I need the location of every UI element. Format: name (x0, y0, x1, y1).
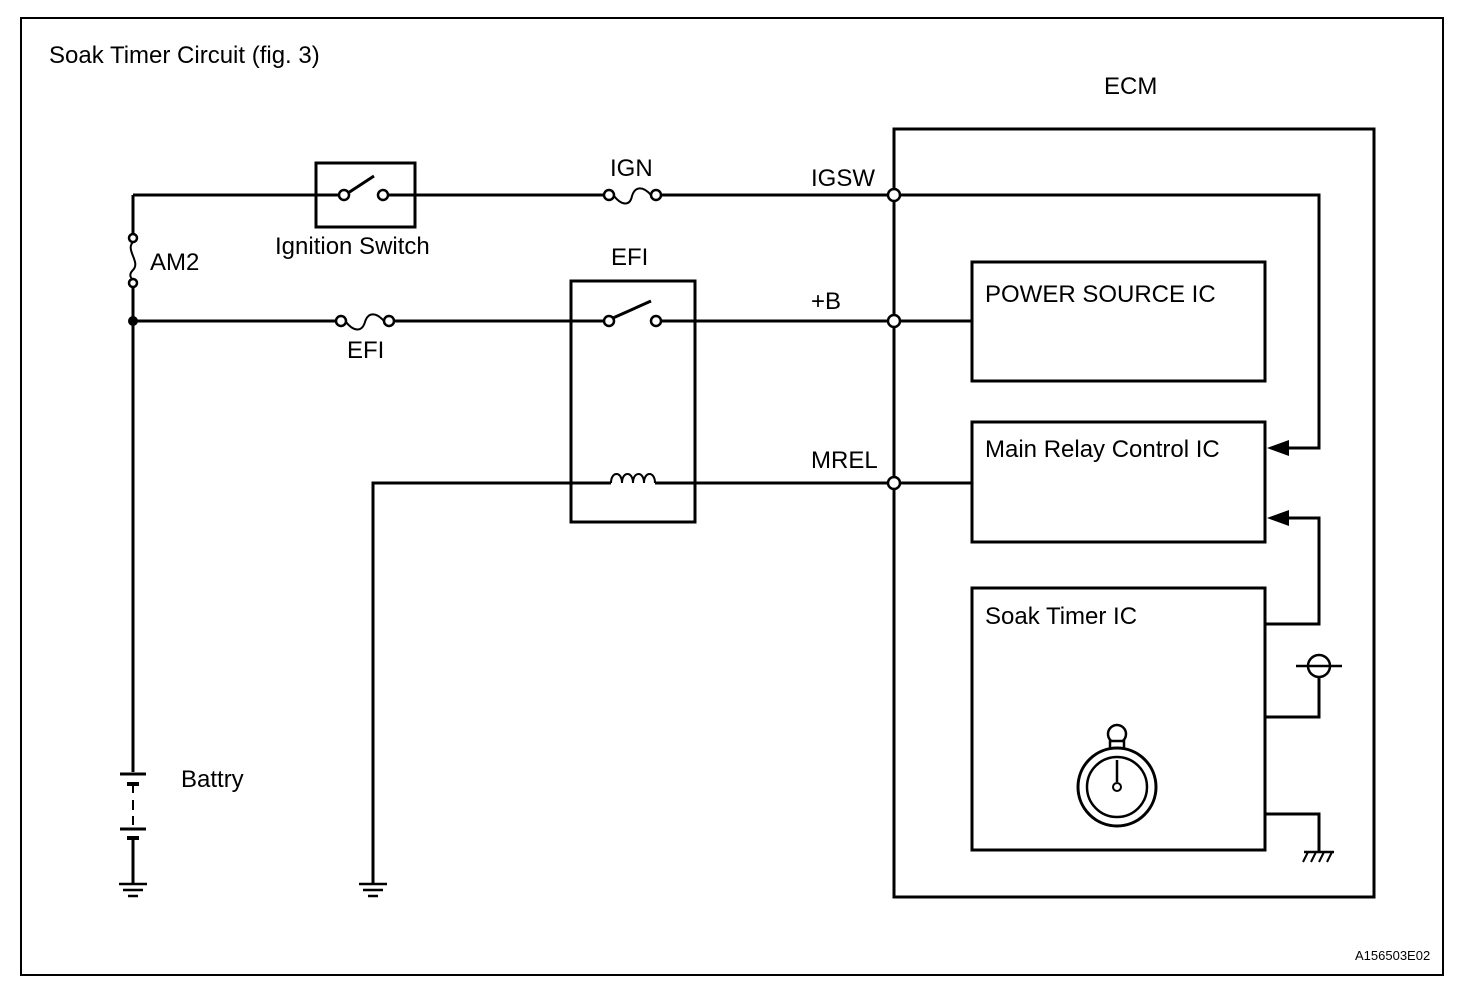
efi-fuse-label: EFI (347, 337, 384, 364)
ignition-switch-label: Ignition Switch (275, 233, 430, 260)
main-relay-control-ic (970, 420, 1267, 544)
soak-timer-ic-label: Soak Timer IC (985, 603, 1137, 630)
ign-fuse: IGN (602, 155, 663, 205)
figure-code: A156503E02 (1355, 948, 1430, 963)
ignition-switch: Ignition Switch (275, 161, 430, 260)
stopwatch-icon (1076, 723, 1158, 828)
ign-fuse-label: IGN (610, 155, 653, 182)
am2-fuse-label: AM2 (150, 249, 199, 276)
soak-timer-ic (970, 586, 1267, 852)
terminal-igsw-label: IGSW (811, 165, 875, 192)
terminal-plus-b-label: +B (811, 288, 841, 315)
power-supply-icon (1296, 653, 1342, 679)
terminal-plus-b (886, 313, 902, 329)
battery-symbol (120, 772, 146, 883)
terminal-mrel-label: MREL (811, 447, 878, 474)
mrel-wire (371, 481, 611, 883)
main-relay-control-ic-label: Main Relay Control IC (985, 436, 1220, 463)
ecm-block: ECM IGSW +B MREL POWER SOUR (811, 73, 1376, 899)
relay-coil-icon (610, 473, 656, 484)
efi-fuse: EFI (334, 313, 396, 364)
diagram-frame (20, 17, 1444, 976)
battery-branch: Battry (119, 195, 244, 898)
am2-fuse: AM2 (127, 232, 199, 289)
diagram-title: Soak Timer Circuit (fig. 3) (49, 42, 320, 69)
terminal-igsw (886, 187, 902, 203)
battery-label: Battry (181, 766, 244, 793)
ground-icon (359, 882, 387, 898)
terminal-mrel (886, 475, 902, 491)
ecm-label: ECM (1104, 73, 1157, 100)
power-source-ic (970, 260, 1267, 383)
power-source-ic-label: POWER SOURCE IC (985, 281, 1216, 308)
chassis-ground-icon (1302, 850, 1334, 863)
efi-relay-label: EFI (611, 244, 648, 271)
efi-relay: EFI (569, 244, 697, 524)
ground-icon (119, 882, 147, 898)
